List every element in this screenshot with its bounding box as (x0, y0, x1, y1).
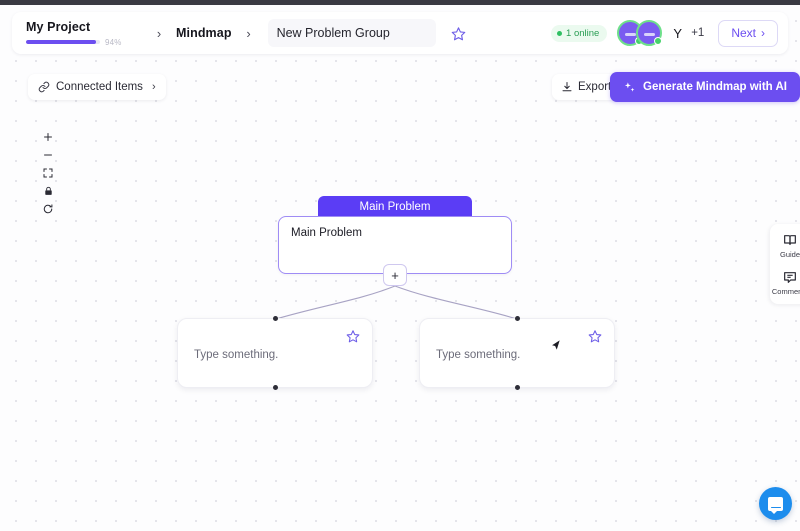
chevron-right-icon: › (156, 25, 162, 41)
node-port-top (515, 316, 520, 321)
next-button[interactable]: Next › (718, 19, 778, 47)
book-icon (784, 235, 796, 245)
fit-screen-icon (43, 168, 53, 178)
online-dot-icon (557, 30, 563, 36)
avatar[interactable] (636, 20, 663, 46)
chevron-right-icon: › (246, 25, 251, 41)
node-placeholder-text: Type something. (436, 349, 521, 361)
chevron-right-icon: › (151, 81, 156, 93)
generate-mindmap-button[interactable]: Generate Mindmap with AI (610, 72, 800, 102)
plus-icon (44, 133, 52, 141)
lock-icon (44, 186, 52, 195)
fit-screen-button[interactable] (38, 164, 58, 182)
dock-item-comments-label: Comments (771, 287, 800, 296)
progress-track (26, 40, 100, 44)
minus-icon (44, 154, 52, 156)
next-button-label: Next (731, 26, 756, 40)
comment-icon (784, 272, 796, 283)
sparkle-icon (624, 81, 635, 92)
favorite-star-icon[interactable] (446, 20, 472, 46)
node-star-icon[interactable] (586, 327, 604, 345)
progress-fill (26, 40, 96, 44)
connected-items-button[interactable]: Connected Items › (28, 74, 166, 100)
mindmap-title-input[interactable]: New Problem Group (267, 19, 436, 47)
connected-items-label: Connected Items (56, 81, 143, 93)
root-node-text: Main Problem (291, 227, 362, 239)
chat-widget-button[interactable] (759, 487, 792, 520)
right-side-dock: Guide Comments (770, 224, 800, 304)
breadcrumb-separator-2: › (236, 27, 262, 40)
generate-mindmap-label: Generate Mindmap with AI (643, 81, 787, 93)
breadcrumb-section-label[interactable]: Mindmap (176, 26, 232, 40)
add-child-node-button[interactable]: + (383, 264, 407, 286)
mindmap-node-left[interactable]: Type something. (177, 316, 373, 390)
node-port-bottom (515, 385, 520, 390)
node-placeholder-text: Type something. (194, 349, 279, 361)
online-status-badge: 1 online (551, 24, 608, 42)
reset-icon (43, 204, 53, 214)
mouse-cursor-icon (552, 340, 560, 350)
node-port-bottom (273, 385, 278, 390)
zoom-in-button[interactable] (38, 128, 58, 146)
top-header-bar: My Project 94% › Mindmap › New Problem G… (12, 12, 788, 54)
export-label: Export (578, 81, 612, 93)
canvas-zoom-controls (38, 128, 58, 218)
dock-item-comments[interactable]: Comments (770, 269, 800, 296)
export-button[interactable]: Export (552, 74, 621, 100)
mindmap-node-right[interactable]: Type something. (419, 316, 615, 390)
window-top-strip (0, 0, 800, 5)
chevron-right-icon: › (761, 26, 765, 40)
root-node-tab[interactable]: Main Problem (318, 196, 472, 218)
node-port-top (273, 316, 278, 321)
link-icon (38, 81, 50, 93)
avatar-face-icon (624, 32, 636, 36)
presence-avatars[interactable] (617, 20, 663, 46)
avatar-initial-label: Y (673, 25, 683, 41)
dock-item-guide-label: Guide (779, 250, 800, 259)
download-icon (562, 82, 572, 92)
zoom-out-button[interactable] (38, 146, 58, 164)
breadcrumb-separator-1: › (146, 27, 172, 40)
avatar-face-icon (643, 32, 655, 36)
avatar-overflow-count[interactable]: +1 (691, 27, 705, 39)
project-progress: 94% (26, 38, 146, 47)
avatar-online-badge (654, 37, 663, 45)
breadcrumb-project[interactable]: My Project 94% (26, 12, 146, 54)
dock-item-guide[interactable]: Guide (770, 232, 800, 259)
reset-view-button[interactable] (38, 200, 58, 218)
progress-percent-label: 94% (105, 37, 122, 47)
online-count-label: 1 online (566, 27, 600, 39)
lock-canvas-button[interactable] (38, 182, 58, 200)
header-right-group: 1 online Y +1 Next › (551, 19, 788, 47)
node-star-icon[interactable] (344, 327, 362, 345)
breadcrumb-project-label: My Project (26, 19, 91, 34)
chat-bubble-icon (768, 496, 783, 514)
